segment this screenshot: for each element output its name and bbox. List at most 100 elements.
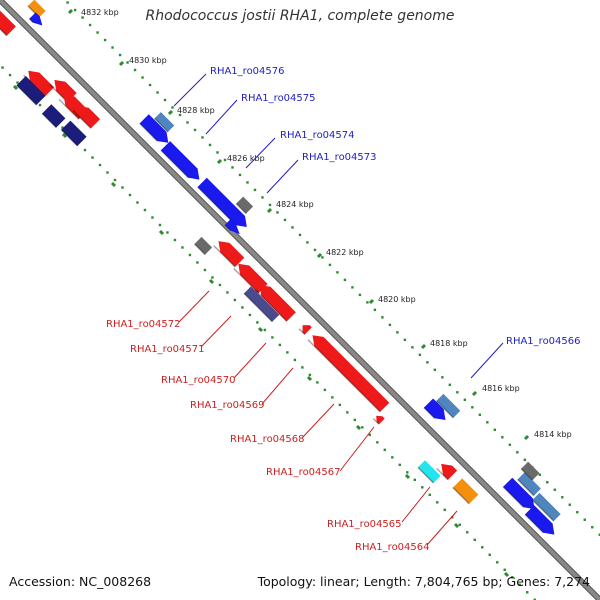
gene-ro04574[interactable] [197, 177, 247, 227]
gene-ro04567-tip-fill [376, 415, 385, 425]
gene-ro04567-tip[interactable] [372, 415, 385, 425]
ruler-dot [143, 208, 147, 212]
gene-label[interactable]: RHA1_ro04564 [355, 542, 430, 553]
gene-leader-line [266, 159, 299, 194]
ruler-dot [331, 396, 334, 399]
ruler-dot [106, 171, 109, 174]
gene-left-navy-2-fill [42, 104, 66, 128]
ruler-dot [591, 526, 594, 529]
gene-ro04565-cyan-fill [417, 460, 441, 483]
ruler-dot [338, 403, 342, 407]
ruler-dot [481, 546, 484, 549]
gene-left-navy-3[interactable] [60, 120, 87, 147]
gene-label[interactable]: RHA1_ro04575 [241, 93, 316, 104]
gene-ro04570-slate[interactable] [243, 286, 280, 323]
gene-ro04566-upper-fill [436, 393, 461, 418]
gene-ro04576[interactable] [139, 114, 169, 143]
gene-ro04565-cyan[interactable] [417, 460, 441, 484]
gene-right-blue-1[interactable] [524, 505, 555, 535]
ruler-dot [238, 173, 242, 177]
ruler-dot [376, 441, 379, 444]
ruler-dot [81, 16, 84, 19]
ruler-dot [73, 8, 77, 12]
gene-ro04568[interactable] [298, 325, 312, 335]
gene-right-steel[interactable] [517, 472, 541, 497]
gene-label[interactable]: RHA1_ro04574 [280, 130, 355, 141]
ruler-dot [286, 351, 289, 354]
ruler-dot [163, 98, 167, 102]
ruler-dot [398, 463, 401, 467]
gene-label[interactable]: RHA1_ro04566 [506, 336, 581, 347]
gene-left-navy-1[interactable] [16, 76, 46, 106]
gene-ro04574-fill [197, 177, 247, 227]
ruler-dot [241, 306, 244, 309]
gene-right-gray[interactable] [520, 461, 540, 481]
gene-ro04564-shade [452, 487, 470, 505]
gene-small-blue[interactable] [28, 12, 43, 26]
gene-left-red-3-shade [58, 98, 80, 120]
gene-label[interactable]: RHA1_ro04565 [327, 519, 402, 530]
genome-summary-text: Topology: linear; Length: 7,804,765 bp; … [257, 574, 590, 589]
gene-ro04573-fill [236, 196, 254, 214]
gene-ro04573-tip[interactable] [224, 219, 240, 235]
gene-leader-line [470, 342, 504, 379]
ruler-dot [436, 501, 439, 504]
ruler-dot [38, 103, 42, 107]
gene-label[interactable]: RHA1_ro04570 [161, 375, 236, 386]
gene-topleft-red[interactable] [0, 3, 16, 37]
gene-leader-line [261, 367, 294, 405]
gene-left-red-4[interactable] [72, 106, 101, 129]
gene-leader-line [301, 403, 335, 439]
ruler-dot [246, 181, 249, 184]
ruler-dot [178, 113, 182, 117]
ruler-dot [478, 413, 482, 416]
ruler-dot [561, 496, 564, 499]
ruler-dot [223, 158, 227, 162]
gene-label[interactable]: RHA1_ro04567 [266, 467, 341, 478]
ruler-tick-forward [167, 109, 174, 116]
gene-right-steel-2[interactable] [531, 492, 561, 522]
ruler-tick-reverse [503, 571, 510, 578]
gene-right-blue-1-shade [524, 513, 544, 534]
gene-right-blue-2[interactable] [502, 477, 535, 510]
gene-ro04576-shade [139, 122, 158, 142]
gene-ro04564[interactable] [452, 478, 479, 505]
gene-label[interactable]: RHA1_ro04572 [106, 319, 181, 330]
gene-ro04566[interactable] [423, 398, 446, 421]
ruler-dot [216, 151, 219, 154]
gene-left-navy-3-fill [61, 120, 87, 146]
gene-ro04576-overlap[interactable] [153, 112, 175, 133]
gene-ro04569[interactable] [254, 285, 296, 322]
gene-ro04572[interactable] [193, 236, 213, 256]
gene-left-navy-2[interactable] [41, 104, 66, 129]
ruler-dot [66, 1, 69, 4]
gene-ro04573-shade [235, 203, 247, 215]
ruler-dot [391, 456, 394, 459]
gene-ro04565[interactable] [436, 463, 458, 481]
ruler-tick-forward [420, 343, 427, 350]
ruler-dot [96, 31, 99, 34]
gene-label[interactable]: RHA1_ro04571 [130, 344, 205, 355]
ruler-dot [158, 223, 162, 227]
gene-ro04566-upper[interactable] [435, 393, 461, 419]
gene-ro04573[interactable] [235, 196, 254, 215]
ruler-tick-label: 4826 kbp [227, 154, 265, 163]
ruler-dot [248, 313, 252, 317]
gene-ro04572-fill [194, 236, 213, 255]
gene-label[interactable]: RHA1_ro04568 [230, 434, 305, 445]
ruler-dot [268, 203, 272, 207]
ruler-dot [316, 381, 319, 384]
ruler-dot [448, 383, 452, 387]
gene-label[interactable]: RHA1_ro04576 [210, 66, 285, 77]
ruler-tick-forward [471, 390, 478, 397]
ruler-dot [173, 238, 177, 242]
ruler-dot [523, 458, 527, 461]
gene-ro04575[interactable] [160, 141, 200, 180]
ruler-dot [443, 508, 446, 512]
gene-label[interactable]: RHA1_ro04573 [302, 152, 377, 163]
gene-ro04567[interactable] [307, 335, 390, 413]
gene-right-blue-1-fill [525, 505, 555, 535]
gene-label[interactable]: RHA1_ro04569 [190, 400, 265, 411]
gene-ro04571-red[interactable] [213, 241, 245, 268]
